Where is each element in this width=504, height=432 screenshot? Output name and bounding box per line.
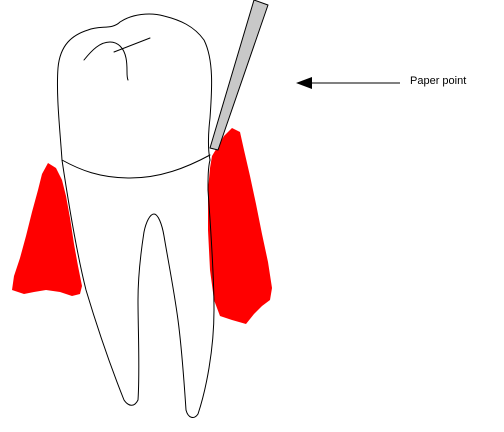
paper-point-instrument (210, 0, 268, 150)
tooth-crown-outline (57, 14, 211, 160)
crown-groove-outline (84, 42, 128, 80)
left-bleeding-area (12, 163, 82, 296)
right-bleeding-area (208, 128, 272, 324)
callout-arrow-head (296, 77, 312, 89)
paper-point-label: Paper point (410, 74, 466, 88)
cej-line (62, 155, 210, 178)
